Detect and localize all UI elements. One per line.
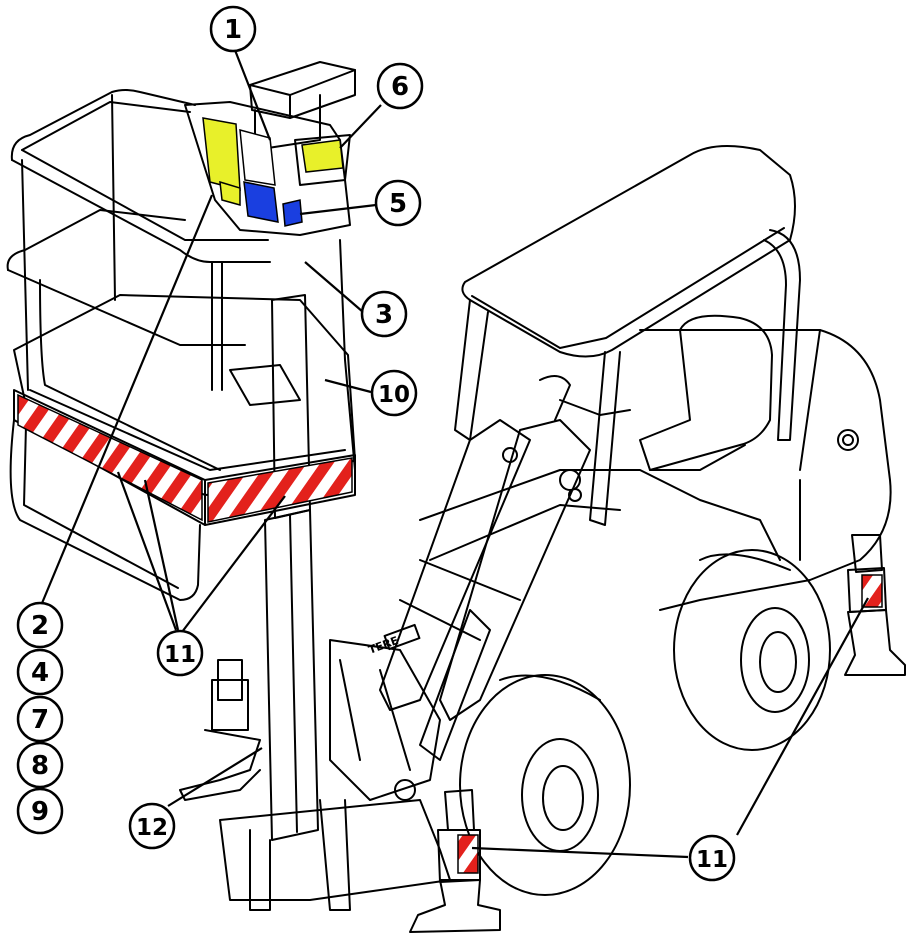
svg-text:3: 3 [375,300,393,330]
mast-decal-text: TERE [367,634,401,657]
callout-4: 4 [16,648,64,696]
cab-pillar-right [763,229,801,441]
boom-arm-right [439,419,591,721]
svg-text:11: 11 [696,847,728,873]
callout-11-basket: 11 [156,629,204,677]
decal-5-blue [282,199,303,227]
reflector-stripe-basket-front [207,457,353,523]
callout-11-outriggers: 11 [688,834,736,882]
svg-text:5: 5 [389,189,407,219]
cab-pillar-left [454,299,489,441]
callout-5: 5 [374,179,422,227]
loader-body [639,329,892,611]
svg-text:6: 6 [391,72,409,102]
callout-3: 3 [360,290,408,338]
outrigger-left [179,659,261,801]
front-wheel [459,674,631,896]
callout-7: 7 [16,695,64,743]
svg-text:8: 8 [31,751,49,781]
boom-arm-left [379,419,531,711]
svg-text:4: 4 [31,658,49,688]
decal-6-yellow [301,139,344,173]
callout-9: 9 [16,787,64,835]
svg-text:11: 11 [164,642,196,668]
callout-1: 1 [209,5,257,53]
svg-text:1: 1 [224,15,242,45]
platform-basket [6,89,356,601]
svg-text:2: 2 [31,611,49,641]
svg-text:10: 10 [378,382,410,408]
svg-text:12: 12 [136,815,168,841]
callout-6: 6 [376,62,424,110]
telescopic-mast [264,294,319,841]
svg-text:7: 7 [31,705,49,735]
outrigger-front [409,789,501,933]
control-box [184,61,356,236]
outrigger-rear [844,534,906,676]
callout-2: 2 [16,601,64,649]
quick-coupler [329,639,441,801]
svg-text:9: 9 [31,797,49,827]
mast-base [219,799,451,901]
seat [639,314,773,471]
callout-12: 12 [128,802,176,850]
cab-pillar-front [589,351,621,526]
callout-10: 10 [370,369,418,417]
callout-8: 8 [16,741,64,789]
reflector-stripe-outrigger-front [457,834,479,874]
decal-panel-left [202,117,279,223]
reflector-stripe-basket-left [17,393,203,522]
leader-lines [38,44,869,859]
rear-wheel [673,549,831,751]
